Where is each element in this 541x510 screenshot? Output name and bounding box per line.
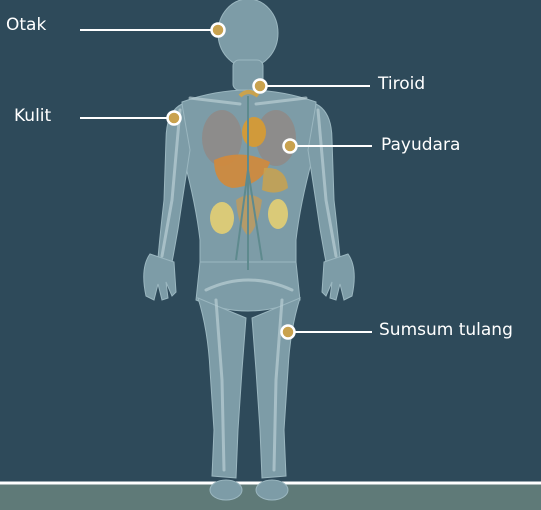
heart [242, 117, 266, 147]
label-sumsum-tulang: Sumsum tulang [379, 320, 513, 340]
label-tiroid: Tiroid [378, 74, 425, 94]
kulit-marker [168, 112, 181, 125]
tiroid-marker [254, 80, 267, 93]
left-kidney [210, 202, 234, 234]
payudara-marker [284, 140, 297, 153]
sumsum-tulang-marker [282, 326, 295, 339]
right-kidney [268, 199, 288, 229]
label-otak: Otak [6, 15, 46, 35]
label-kulit: Kulit [14, 106, 51, 126]
label-payudara: Payudara [381, 135, 460, 155]
otak-marker [212, 24, 225, 37]
